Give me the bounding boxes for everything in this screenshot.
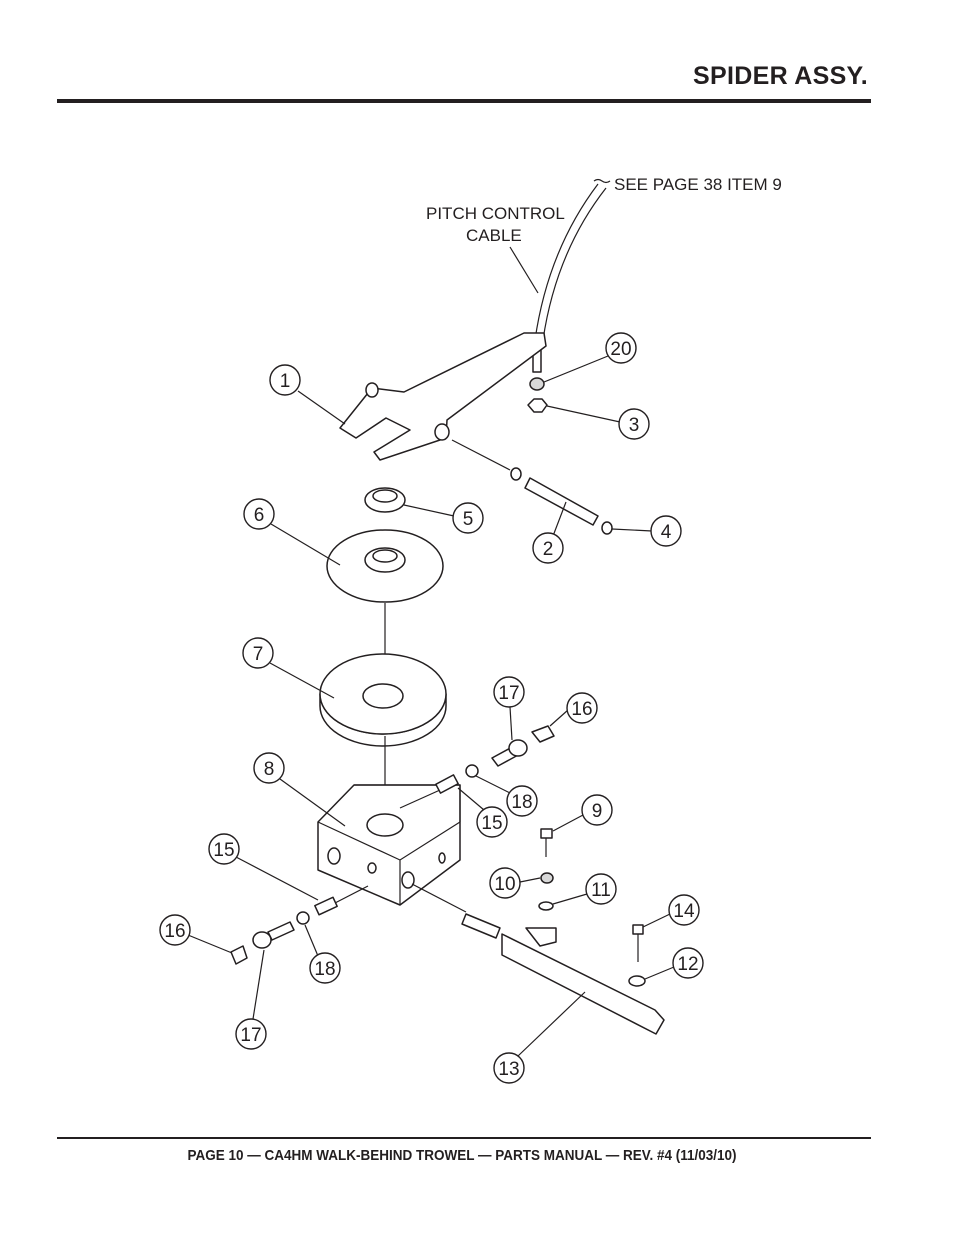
bushing-part [364,487,406,513]
svg-text:14: 14 [673,901,695,922]
washer-part [319,653,447,747]
pin-part [451,439,613,535]
fittings-left [230,885,369,965]
note-pitch-control: PITCH CONTROL [426,204,565,223]
callout-11: 11 [552,873,617,905]
svg-text:16: 16 [571,699,592,720]
callout-13: 13 [493,991,586,1084]
svg-text:6: 6 [254,505,265,526]
callout-6: 6 [243,498,341,566]
svg-text:15: 15 [481,813,502,834]
svg-text:13: 13 [498,1059,519,1080]
callout-17-lower: 17 [235,949,267,1050]
footer-rule [57,1137,871,1139]
callout-5: 5 [403,502,484,534]
callout-16-upper: 16 [549,692,598,727]
svg-text:8: 8 [264,759,275,780]
callout-15-lower: 15 [208,833,319,901]
svg-text:9: 9 [592,801,603,822]
note-cable: CABLE [466,226,522,245]
svg-text:20: 20 [610,339,631,360]
svg-text:1: 1 [280,371,291,392]
svg-text:3: 3 [629,415,640,436]
svg-text:5: 5 [463,509,474,530]
callout-3: 3 [546,405,650,440]
callout-7: 7 [242,637,335,699]
callout-20: 20 [543,332,637,383]
svg-text:18: 18 [314,959,335,980]
callout-18-lower: 18 [304,924,341,984]
svg-text:17: 17 [498,683,519,704]
callout-1: 1 [269,364,346,425]
svg-text:12: 12 [677,954,698,975]
svg-text:16: 16 [164,921,185,942]
fittings-right [399,725,555,809]
header-rule [57,99,871,103]
svg-text:10: 10 [494,874,515,895]
callout-16-lower: 16 [159,914,233,954]
disc-part [326,529,444,603]
nut-3 [527,398,548,413]
svg-text:7: 7 [253,644,264,665]
callout-10: 10 [489,867,541,899]
bolt-stack-9 [538,828,554,911]
nut-20 [529,377,545,391]
arm-part [411,883,665,1035]
page-title: SPIDER ASSY. [693,62,868,90]
callout-4: 4 [611,515,682,547]
svg-text:17: 17 [240,1025,261,1046]
note-see-page: SEE PAGE 38 ITEM 9 [614,175,782,194]
fork-lever-part [339,332,547,461]
callout-15-upper: 15 [457,787,508,838]
callout-9: 9 [552,794,613,832]
callout-14: 14 [642,894,700,928]
page-footer: PAGE 10 — CA4HM WALK-BEHIND TROWEL — PAR… [187,1147,737,1164]
callout-12: 12 [644,947,704,980]
callout-8: 8 [253,752,346,827]
callout-18-upper: 18 [475,775,538,817]
block-part [317,784,461,906]
svg-text:15: 15 [213,840,234,861]
svg-text:18: 18 [511,792,532,813]
svg-text:2: 2 [543,539,554,560]
svg-text:4: 4 [661,522,672,543]
callout-2: 2 [532,501,567,564]
bolt-stack-14 [628,924,646,987]
callout-17-upper: 17 [493,676,525,741]
svg-text:11: 11 [591,880,611,901]
